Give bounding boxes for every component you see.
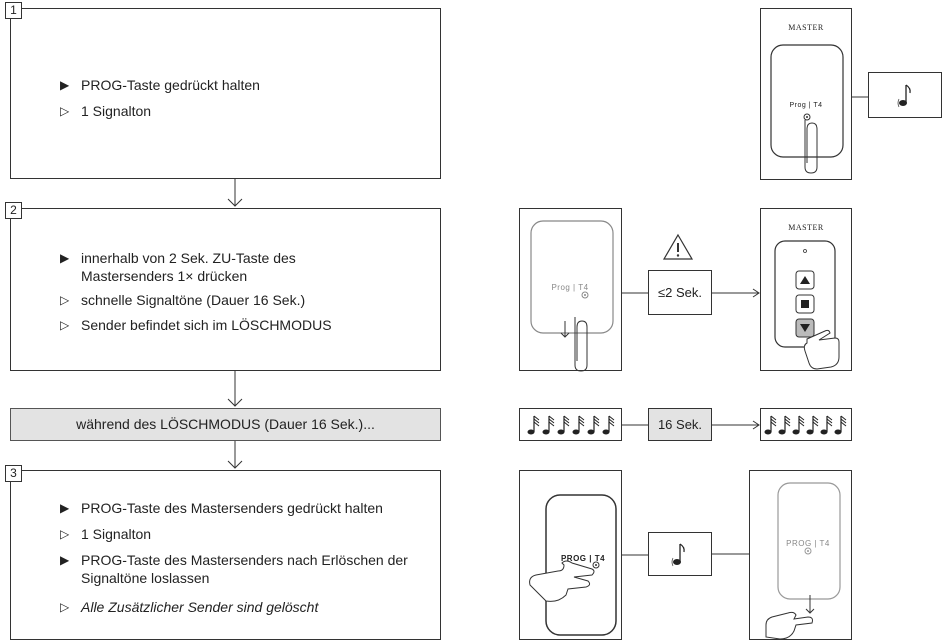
remote-back-icon	[529, 219, 615, 371]
arrow-right-icon	[712, 287, 761, 299]
step-text: Signaltöne loslassen	[81, 569, 209, 587]
action-bullet: ▶	[60, 76, 76, 94]
delete-mode-banner: während des LÖSCHMODUS (Dauer 16 Sek.)..…	[10, 408, 441, 441]
warning-triangle-icon	[662, 233, 694, 261]
result-bullet: ▷	[60, 102, 76, 120]
remote-prog-release-panel: PROG | T4	[749, 470, 852, 640]
step-text: 1 Signalton	[81, 102, 151, 120]
result-bullet: ▷	[60, 525, 76, 543]
prog-t4-label: PROG | T4	[556, 554, 610, 563]
arrow-down-icon	[225, 441, 245, 471]
music-note-icon	[526, 414, 618, 436]
time-2sec-box: ≤2 Sek.	[648, 270, 712, 315]
music-note-icon	[671, 542, 691, 568]
result-bullet: ▷	[60, 316, 76, 334]
step-text: PROG-Taste des Mastersenders nach Erlösc…	[81, 551, 408, 569]
step-1-number: 1	[5, 2, 22, 19]
prog-t4-label: Prog | T4	[540, 283, 600, 292]
music-note-icon	[897, 83, 917, 109]
signal-tone-box	[648, 532, 712, 576]
remote-back-panel: Prog | T4	[519, 208, 622, 371]
action-bullet: ▶	[60, 551, 76, 569]
step-text: Alle Zusätzlicher Sender sind gelöscht	[81, 598, 318, 616]
step-text: PROG-Taste gedrückt halten	[81, 76, 260, 94]
connector-line	[852, 96, 868, 98]
connector-line	[622, 292, 648, 294]
step-3-number: 3	[5, 465, 22, 482]
step-text: schnelle Signaltöne (Dauer 16 Sek.)	[81, 291, 305, 309]
master-label: MASTER	[761, 23, 851, 32]
step-2-box	[10, 208, 441, 371]
remote-front-icon	[773, 239, 853, 371]
rapid-tones-box-left	[519, 408, 622, 441]
connector-line	[622, 424, 648, 426]
step-text: 1 Signalton	[81, 525, 151, 543]
step-text: innerhalb von 2 Sek. ZU-Taste des	[81, 249, 296, 267]
action-bullet: ▶	[60, 249, 76, 267]
arrow-down-icon	[225, 179, 245, 209]
result-bullet: ▷	[60, 291, 76, 309]
rapid-tones-box-right	[760, 408, 852, 441]
step-2-number: 2	[5, 202, 22, 219]
master-remote-panel: MASTER Prog | T4	[760, 8, 852, 180]
remote-back-icon	[528, 493, 620, 643]
step-text: Mastersenders 1× drücken	[81, 267, 247, 285]
prog-t4-label: PROG | T4	[778, 539, 838, 548]
time-2sec-label: ≤2 Sek.	[649, 285, 711, 300]
music-note-icon	[763, 414, 853, 436]
signal-tone-box	[868, 72, 942, 118]
master-label: MASTER	[761, 223, 851, 232]
step-text: PROG-Taste des Mastersenders gedrückt ha…	[81, 499, 383, 517]
remote-back-icon	[756, 481, 846, 639]
arrow-right-icon	[712, 419, 761, 431]
action-bullet: ▶	[60, 499, 76, 517]
master-front-panel: MASTER	[760, 208, 852, 371]
connector-line	[622, 554, 648, 556]
step-text: Sender befindet sich im LÖSCHMODUS	[81, 316, 332, 334]
time-16sec-label: 16 Sek.	[649, 417, 711, 432]
prog-t4-label: Prog | T4	[761, 102, 851, 109]
time-16sec-box: 16 Sek.	[648, 408, 712, 441]
remote-prog-press-panel: PROG | T4	[519, 470, 622, 640]
arrow-down-icon	[225, 371, 245, 408]
result-bullet: ▷	[60, 598, 76, 616]
